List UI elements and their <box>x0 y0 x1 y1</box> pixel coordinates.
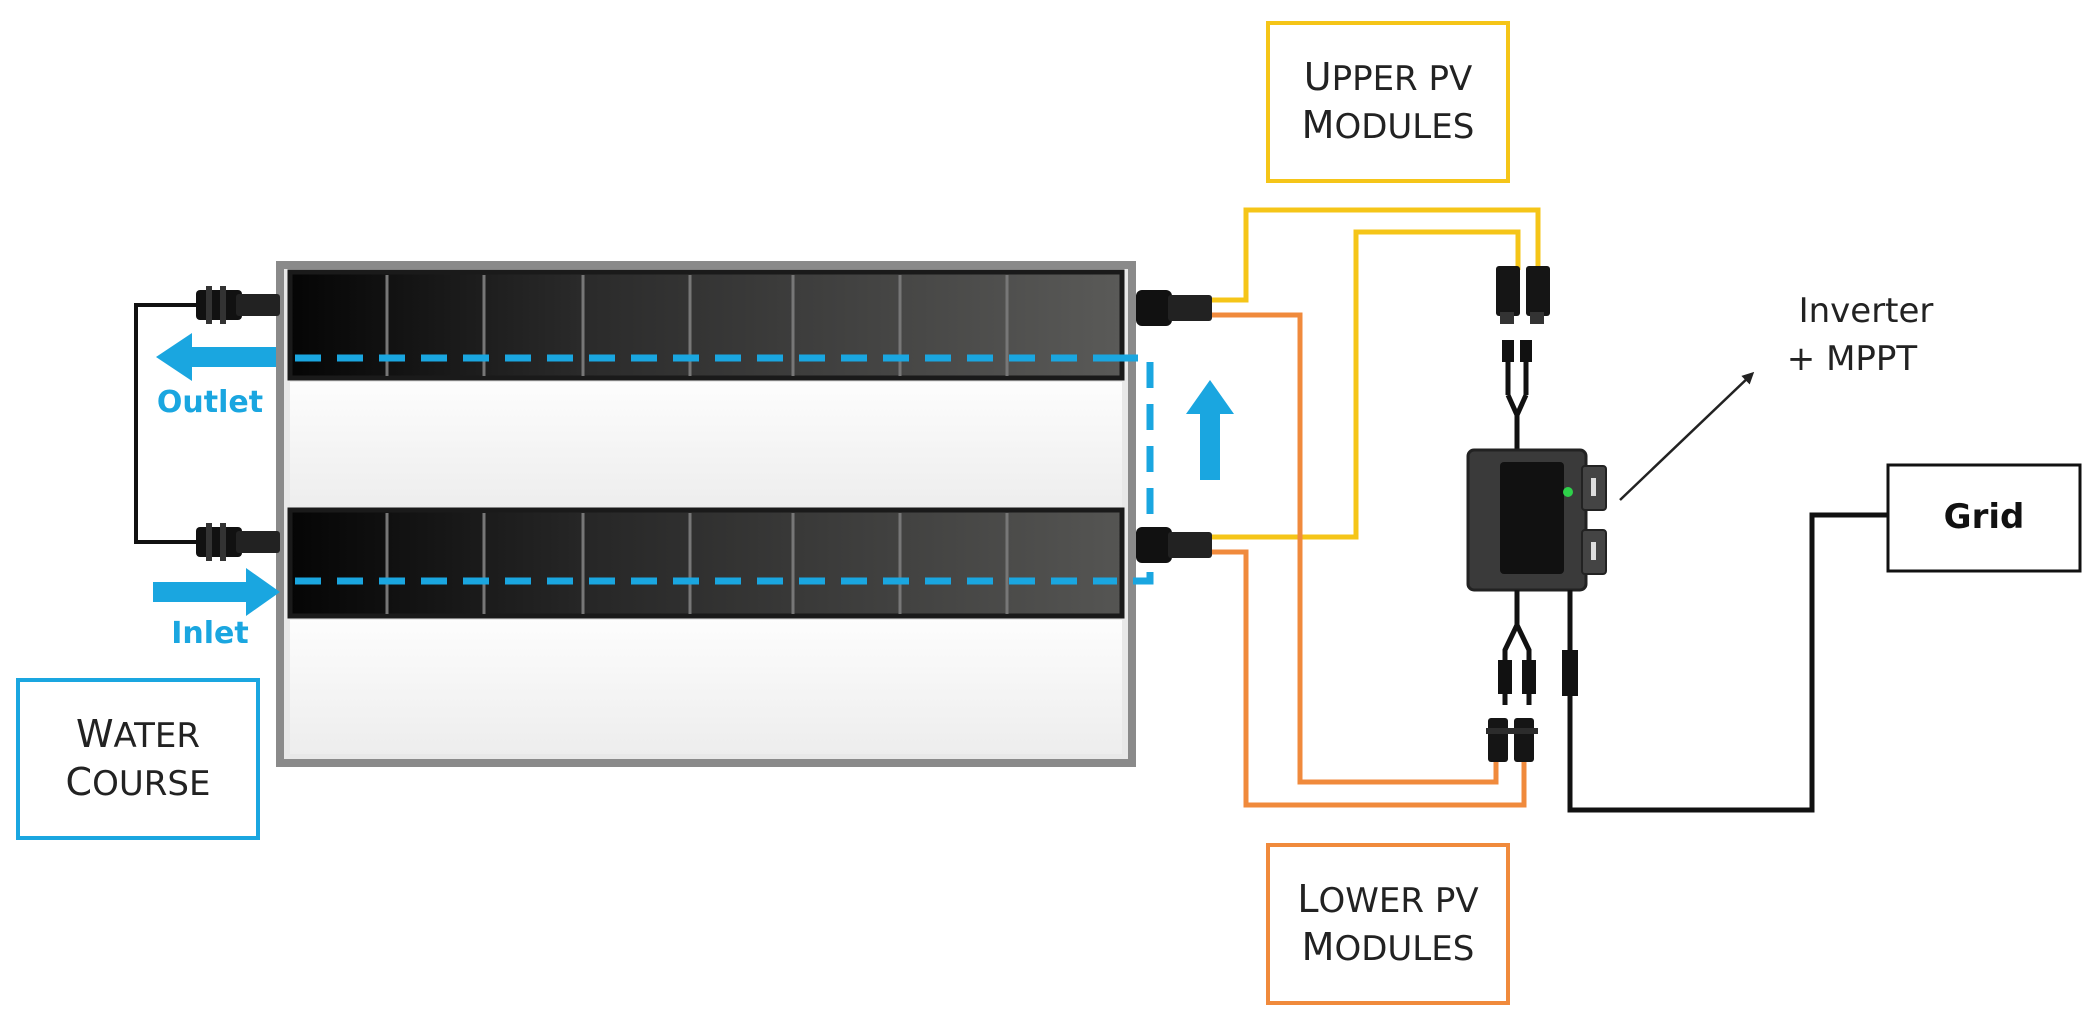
inverter-label-line1: Inverter <box>1799 291 1934 331</box>
inlet-arrow-icon <box>153 568 280 616</box>
mc4-connector-icon <box>196 523 280 561</box>
lower-white-section <box>290 620 1122 754</box>
mc4-connector-icon <box>1136 527 1212 563</box>
mc4-connector-icon <box>1136 290 1212 326</box>
outlet-label: Outlet <box>157 385 263 420</box>
grid-box: Grid <box>1886 463 2082 573</box>
inverter-pointer-arrow <box>1619 371 1755 501</box>
svg-text:WATER: WATER <box>76 712 200 756</box>
microinverter-icon <box>1466 340 1607 705</box>
upward-flow-arrow-icon <box>1186 380 1234 480</box>
external-loop-pipe <box>134 303 198 544</box>
outlet-arrow-icon <box>156 333 276 381</box>
svg-text:MODULES: MODULES <box>1302 925 1475 969</box>
lower-pv-module-strip <box>287 507 1125 619</box>
lower-pv-wiring <box>1212 312 1527 808</box>
upper-pv-wiring <box>1212 207 1541 540</box>
mc4-connector-icon <box>196 286 280 324</box>
upper-pv-modules-box: UPPER PV MODULES <box>1266 21 1510 183</box>
lower-pv-connector-icon <box>1486 718 1538 762</box>
water-path <box>295 354 1154 585</box>
inlet-label: Inlet <box>171 616 249 651</box>
svg-text:Grid: Grid <box>1944 497 2025 537</box>
svg-text:LOWER PV: LOWER PV <box>1297 877 1478 921</box>
inverter-label-line2: + MPPT <box>1787 339 1918 379</box>
water-course-box: WATER COURSE <box>16 678 260 840</box>
svg-text:COURSE: COURSE <box>66 760 211 804</box>
svg-text:UPPER PV: UPPER PV <box>1304 55 1473 99</box>
return-water-channel <box>1112 354 1154 585</box>
grid-wire <box>1567 512 1888 813</box>
upper-pv-module-strip <box>287 269 1125 381</box>
upper-white-section <box>290 382 1122 508</box>
svg-text:MODULES: MODULES <box>1302 103 1475 147</box>
upper-pv-connector-icon <box>1496 266 1550 324</box>
pvt-panel <box>276 261 1136 767</box>
lower-pv-modules-box: LOWER PV MODULES <box>1266 843 1510 1005</box>
